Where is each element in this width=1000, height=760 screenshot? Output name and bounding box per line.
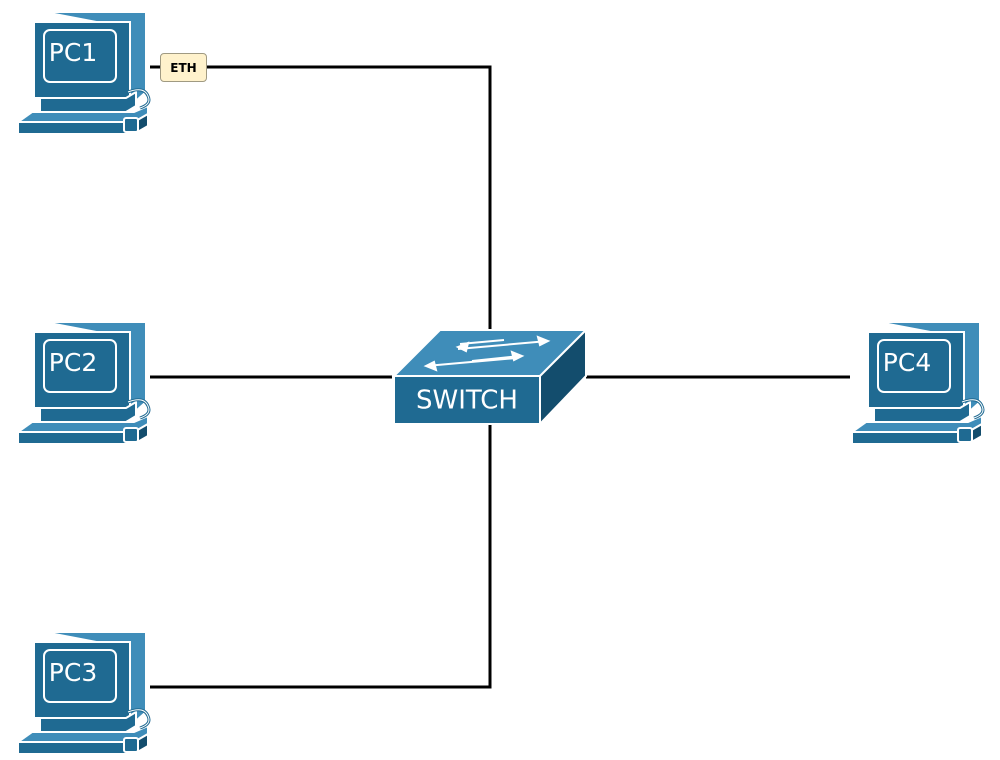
pc2-node[interactable]: PC2 [16,320,151,446]
pc2-label: PC2 [49,348,97,377]
pc4-node[interactable]: PC4 [850,320,985,446]
pc3-label: PC3 [49,658,97,687]
link-pc1-switch [150,65,492,333]
link-label-eth: ETH [160,53,207,82]
pc1-node[interactable]: PC1 [16,10,151,136]
pc4-label: PC4 [883,348,931,377]
switch-label: SWITCH [416,386,518,416]
desktop-computer-icon [850,320,985,446]
desktop-computer-icon [16,630,151,756]
pc1-label: PC1 [49,38,97,67]
switch-node[interactable]: SWITCH [391,327,589,427]
network-switch-icon [391,327,589,427]
pc3-node[interactable]: PC3 [16,630,151,756]
link-pc3-switch [150,420,492,689]
desktop-computer-icon [16,320,151,446]
desktop-computer-icon [16,10,151,136]
